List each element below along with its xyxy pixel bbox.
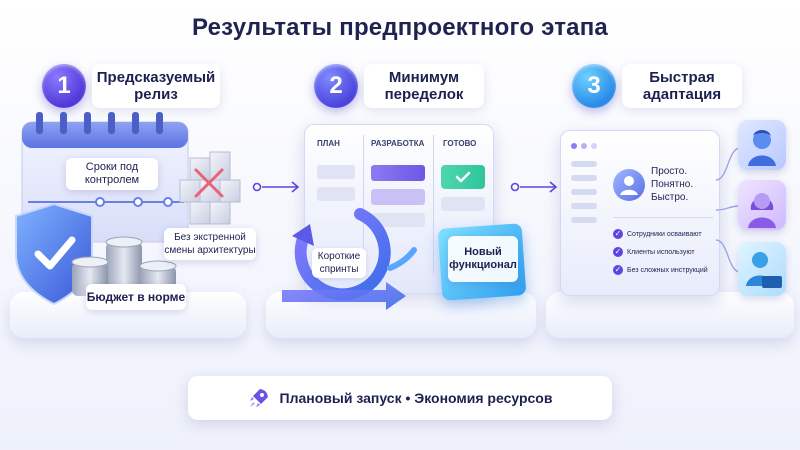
arrow-icon [510,181,558,193]
budget-label: Бюджет в норме [86,284,186,310]
avatar [613,169,645,201]
feature-label: Новый функционал [448,236,518,282]
list-item: ✓ Клиенты используют [613,243,717,261]
step-2-badge: 2 [314,64,358,108]
step-1-badge: 1 [42,64,86,108]
checklist-item-label: Сотрудники осваивают [627,230,702,238]
person-icon [748,130,776,166]
app-window: Просто. Понятно. Быстро. ✓ Сотрудники ос… [560,130,720,296]
check-icon [455,171,471,183]
checklist-item-label: Без сложных инструкций [627,266,708,274]
list-item: ✓ Сотрудники осваивают [613,225,717,243]
sprint-cycle-icon [282,208,417,310]
list-item: ✓ Без сложных инструкций [613,261,717,279]
user-icon [620,176,638,195]
check-circle-icon: ✓ [613,265,623,275]
check-circle-icon: ✓ [613,229,623,239]
check-circle-icon: ✓ [613,247,623,257]
deadlines-label: Сроки под контролем [66,158,158,190]
step-3-platform [546,292,794,338]
footer-text: Плановый запуск • Экономия ресурсов [279,390,553,406]
footer-bar: Плановый запуск • Экономия ресурсов [188,376,612,420]
user-avatar-2 [738,180,786,230]
sprints-label: Короткие спринты [312,248,366,278]
arrow-icon [252,181,300,193]
user-connector-lines [716,147,741,273]
page-title: Результаты предпроектного этапа [192,14,608,41]
step-3-heading: Быстрая адаптация [622,64,742,108]
board-column-dev: РАЗРАБОТКА [371,139,425,148]
rocket-icon [249,389,268,407]
task-card [317,165,355,179]
task-card [371,165,425,181]
cube-stack-icon [179,151,241,225]
task-card-done [441,165,485,189]
person-icon [748,193,776,228]
person-laptop-icon [746,252,782,288]
task-card [371,213,425,227]
board-column-done: ГОТОВО [443,139,477,148]
checklist: ✓ Сотрудники осваивают ✓ Клиенты использ… [613,225,717,279]
task-card [371,189,425,205]
profile-text: Просто. Понятно. Быстро. [651,166,694,203]
step-2-heading: Минимум переделок [364,64,484,108]
step-1-heading: Предсказуемый релиз [92,64,220,108]
user-avatar-3 [738,242,786,296]
board-column-plan: ПЛАН [317,139,340,148]
checklist-item-label: Клиенты используют [627,248,695,256]
architecture-label: Без экстренной смены архитектуры [164,228,256,260]
task-card [441,197,485,211]
task-card [317,187,355,201]
user-avatar-1 [738,120,786,170]
step-3-badge: 3 [572,64,616,108]
